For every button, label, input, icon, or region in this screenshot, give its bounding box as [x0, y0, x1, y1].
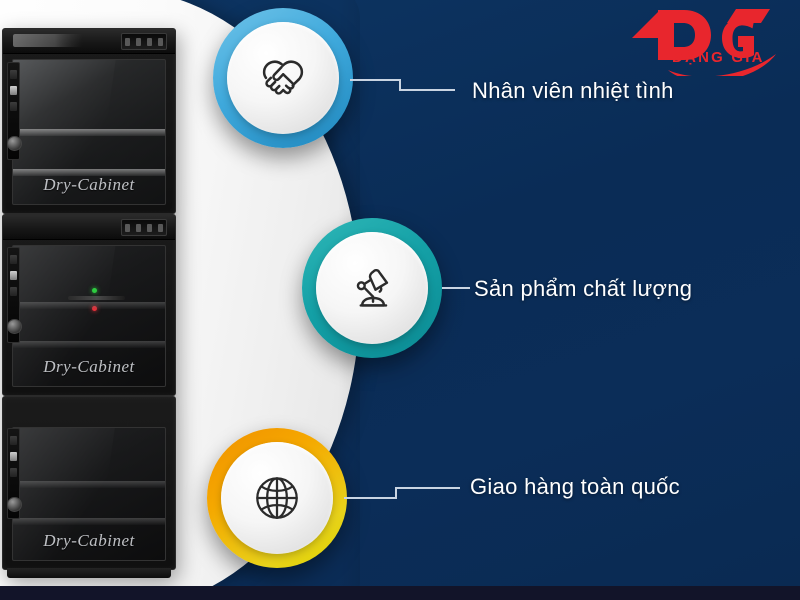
feature-badge-staff[interactable]	[213, 8, 353, 148]
connector-line-quality	[442, 268, 472, 308]
cabinet-shelf	[13, 517, 165, 525]
feature-badge-shipping[interactable]	[207, 428, 347, 568]
badge-inner	[227, 22, 339, 134]
logo-wordmark: ĐẶNG GIA	[672, 49, 765, 66]
cabinet-door-glass: Dry-Cabinet	[12, 59, 166, 205]
feature-label-staff: Nhân viên nhiệt tình	[472, 78, 674, 103]
globe-icon	[247, 468, 307, 528]
cabinet-base	[7, 568, 171, 578]
feature-label-quality: Sản phẩm chất lượng	[474, 276, 693, 301]
product-dry-cabinet: Dry-Cabinet Dry-Cabinet	[2, 28, 180, 578]
badge-inner	[221, 442, 333, 554]
desk-lamp-icon	[342, 258, 402, 318]
cabinet-shelf	[13, 302, 165, 309]
feature-badge-quality[interactable]	[302, 218, 442, 358]
cabinet-inner-panel	[67, 296, 126, 301]
bottom-strip	[0, 586, 800, 600]
cabinet-door-label: Dry-Cabinet	[43, 175, 135, 194]
badge-inner	[316, 232, 428, 344]
cabinet-shelf	[13, 129, 165, 137]
status-led-red	[92, 306, 98, 312]
cabinet-door-label: Dry-Cabinet	[43, 531, 135, 550]
handshake-icon	[252, 47, 314, 109]
cabinet-door-glass: Dry-Cabinet	[12, 245, 166, 387]
feature-label-shipping: Giao hàng toàn quốc	[470, 474, 680, 499]
cabinet-shelf	[13, 480, 165, 488]
cabinet-unit-bottom: Dry-Cabinet	[2, 396, 176, 578]
cabinet-shelf	[13, 341, 165, 349]
cabinet-unit-top: Dry-Cabinet	[2, 28, 176, 214]
cabinet-control-strip	[7, 62, 20, 160]
cabinet-display	[121, 219, 167, 236]
connector-line-shipping	[344, 466, 464, 506]
cabinet-header	[3, 215, 175, 240]
cabinet-door-label: Dry-Cabinet	[43, 357, 135, 376]
cabinet-control-strip	[7, 247, 20, 343]
cabinet-display	[121, 33, 167, 50]
cabinet-door-glass: Dry-Cabinet	[12, 427, 166, 561]
cabinet-control-strip	[7, 427, 20, 520]
cabinet-unit-middle: Dry-Cabinet	[2, 214, 176, 396]
cabinet-knob	[7, 135, 22, 151]
connector-line-staff	[350, 60, 460, 100]
cabinet-header	[3, 29, 175, 54]
cabinet-brand-mark	[13, 34, 83, 47]
cabinet-shelf	[13, 169, 165, 177]
brand-logo[interactable]: ĐẶNG GIA	[624, 2, 792, 76]
status-led-green	[92, 288, 98, 293]
cabinet-knob	[7, 496, 22, 512]
cabinet-knob	[7, 319, 22, 335]
